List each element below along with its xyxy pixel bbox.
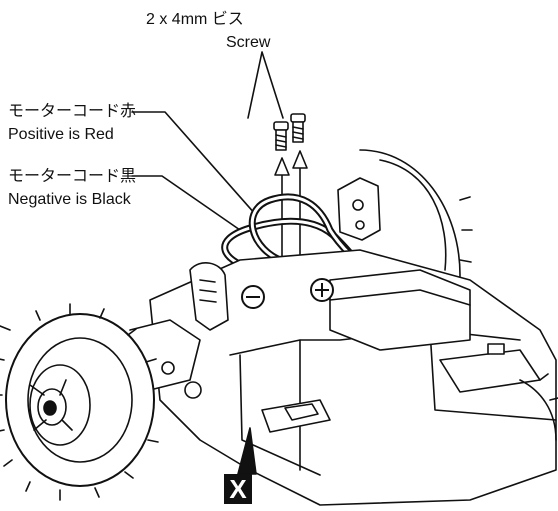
screw-leader-line bbox=[247, 51, 284, 119]
step-mark-x: X bbox=[224, 474, 252, 504]
screw-left bbox=[273, 121, 289, 151]
black-cord-label: モーターコード黒 bbox=[8, 168, 137, 185]
arrow-right-head bbox=[292, 150, 308, 169]
screw-size-label: 2 x 4mm ビス bbox=[146, 11, 244, 28]
negative-black-label: Negative is Black bbox=[8, 191, 131, 208]
rear-wheel-lower bbox=[519, 379, 557, 441]
side-slot bbox=[261, 399, 331, 433]
red-cord-label: モーターコード赤 bbox=[8, 103, 137, 120]
screw-label: Screw bbox=[226, 34, 271, 51]
arrow-left-head bbox=[274, 157, 290, 176]
battery-cover bbox=[329, 269, 471, 351]
front-wheel bbox=[0, 303, 159, 501]
shock-tower bbox=[337, 177, 381, 241]
front-shock bbox=[189, 262, 229, 331]
black-cord-leader bbox=[131, 175, 241, 231]
positive-red-label: Positive is Red bbox=[8, 126, 114, 143]
screw-right bbox=[290, 113, 306, 143]
red-cord-leader bbox=[131, 111, 257, 216]
polarity-signs bbox=[241, 278, 334, 309]
